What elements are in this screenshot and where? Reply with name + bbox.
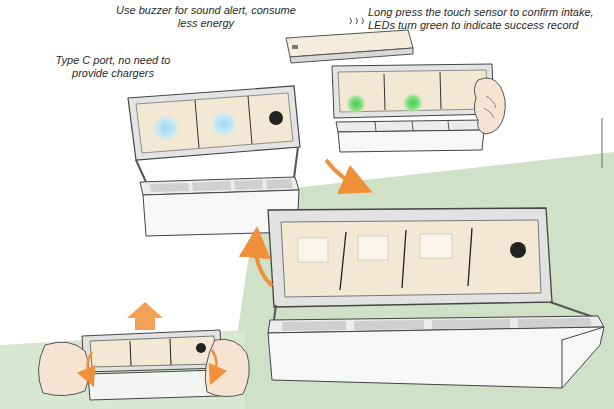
- annotation-note: Use buzzer for sound alert, consume less…: [106, 4, 306, 30]
- open-box-green: [332, 64, 505, 152]
- annotation-note: Type C port, no need to provide chargers: [38, 54, 188, 80]
- annotation-note: Long press the touch sensor to confirm i…: [368, 6, 604, 32]
- hands-open-box: [38, 302, 249, 400]
- large-box: [268, 208, 604, 388]
